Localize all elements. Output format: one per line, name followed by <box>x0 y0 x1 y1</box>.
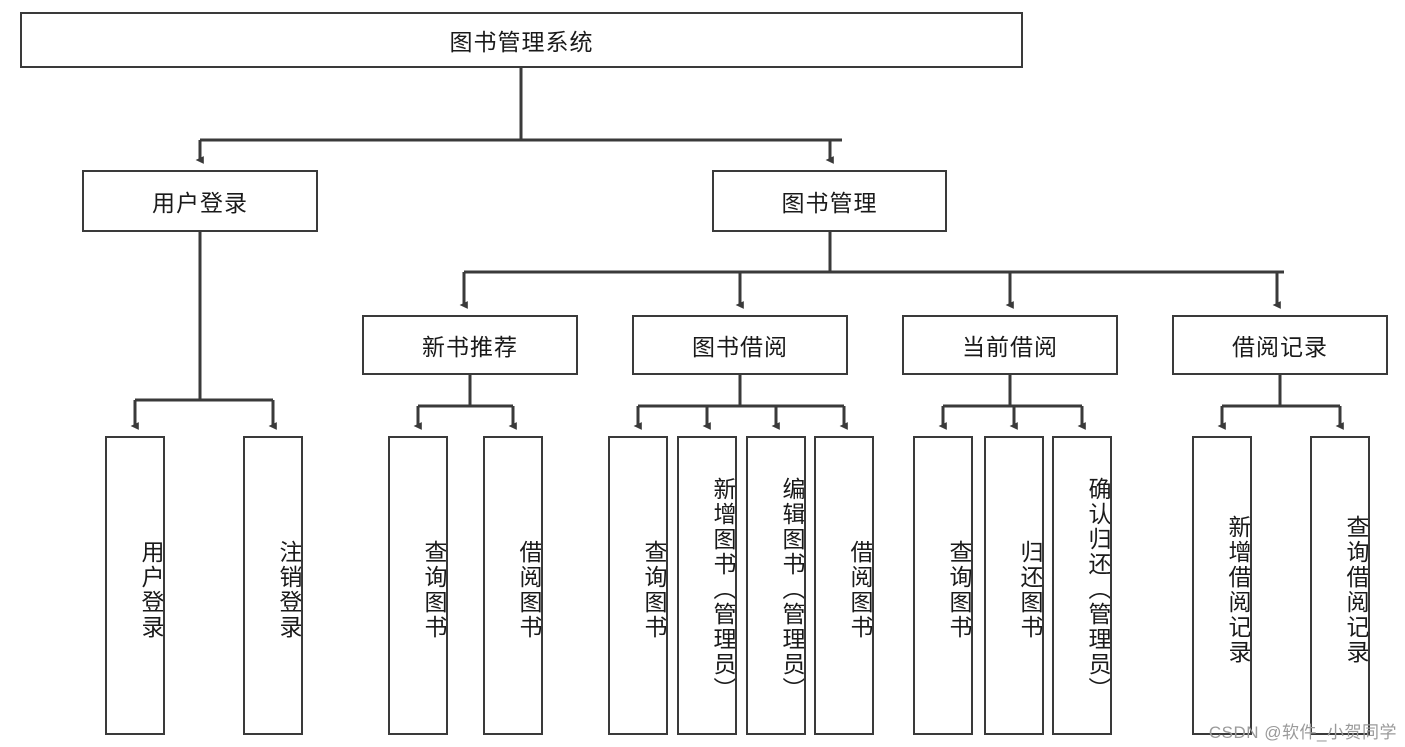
node-new-book-recommend-label: 新书推荐 <box>422 334 518 360</box>
node-leaf-borrow-book-label: 借阅图书 <box>847 539 873 640</box>
node-leaf-return-book[interactable]: 归还图书 <box>984 436 1044 735</box>
edges-currentborrow-to-leaves <box>938 375 1086 430</box>
node-book-borrow[interactable]: 图书借阅 <box>632 315 848 375</box>
node-new-book-recommend[interactable]: 新书推荐 <box>362 315 578 375</box>
node-leaf-add-book-admin[interactable]: 新增图书（管理员） <box>677 436 737 735</box>
node-leaf-edit-book-admin[interactable]: 编辑图书（管理员） <box>746 436 806 735</box>
edges-userlogin-to-leaves <box>130 232 277 430</box>
node-current-borrow-label: 当前借阅 <box>962 334 1058 360</box>
node-leaf-logout-login[interactable]: 注销登录 <box>243 436 303 735</box>
node-leaf-logout-login-label: 注销登录 <box>276 539 302 640</box>
csdn-watermark: CSDN @软件_小贺同学 <box>1208 723 1397 742</box>
node-leaf-query-book-current[interactable]: 查询图书 <box>913 436 973 735</box>
node-leaf-borrow-book[interactable]: 借阅图书 <box>814 436 874 735</box>
edges-root-to-level2 <box>195 68 842 164</box>
edges-borrowrecord-to-leaves <box>1217 375 1344 430</box>
node-leaf-confirm-return-admin-label: 确认归还（管理员） <box>1085 477 1111 702</box>
edges-bookmanage-to-level3 <box>459 232 1284 309</box>
node-leaf-user-login[interactable]: 用户登录 <box>105 436 165 735</box>
node-leaf-edit-book-admin-label: 编辑图书（管理员） <box>779 477 805 702</box>
node-leaf-query-book-rec[interactable]: 查询图书 <box>388 436 448 735</box>
node-leaf-query-book-current-label: 查询图书 <box>946 539 972 640</box>
node-current-borrow[interactable]: 当前借阅 <box>902 315 1118 375</box>
node-leaf-add-book-admin-label: 新增图书（管理员） <box>710 477 736 702</box>
node-leaf-borrow-book-rec-label: 借阅图书 <box>516 539 542 640</box>
node-leaf-confirm-return-admin[interactable]: 确认归还（管理员） <box>1052 436 1112 735</box>
node-book-manage-label: 图书管理 <box>781 190 878 216</box>
node-user-login[interactable]: 用户登录 <box>82 170 318 232</box>
node-leaf-borrow-book-rec[interactable]: 借阅图书 <box>483 436 543 735</box>
node-leaf-add-borrow-record-label: 新增借阅记录 <box>1225 514 1251 665</box>
node-user-login-label: 用户登录 <box>152 190 248 216</box>
node-book-borrow-label: 图书借阅 <box>692 334 788 360</box>
node-leaf-query-book-borrow-label: 查询图书 <box>641 539 667 640</box>
node-borrow-record-label: 借阅记录 <box>1232 334 1328 360</box>
node-leaf-return-book-label: 归还图书 <box>1017 539 1043 640</box>
node-root-system[interactable]: 图书管理系统 <box>20 12 1023 68</box>
node-leaf-add-borrow-record[interactable]: 新增借阅记录 <box>1192 436 1252 735</box>
node-leaf-query-borrow-record-label: 查询借阅记录 <box>1343 514 1369 665</box>
edges-newbook-to-leaves <box>413 375 517 430</box>
node-leaf-user-login-label: 用户登录 <box>138 539 164 640</box>
edges-bookborrow-to-leaves <box>633 375 848 430</box>
node-book-manage[interactable]: 图书管理 <box>712 170 947 232</box>
node-root-system-label: 图书管理系统 <box>449 29 594 55</box>
node-leaf-query-borrow-record[interactable]: 查询借阅记录 <box>1310 436 1370 735</box>
node-leaf-query-book-borrow[interactable]: 查询图书 <box>608 436 668 735</box>
node-leaf-query-book-rec-label: 查询图书 <box>421 539 447 640</box>
node-borrow-record[interactable]: 借阅记录 <box>1172 315 1388 375</box>
